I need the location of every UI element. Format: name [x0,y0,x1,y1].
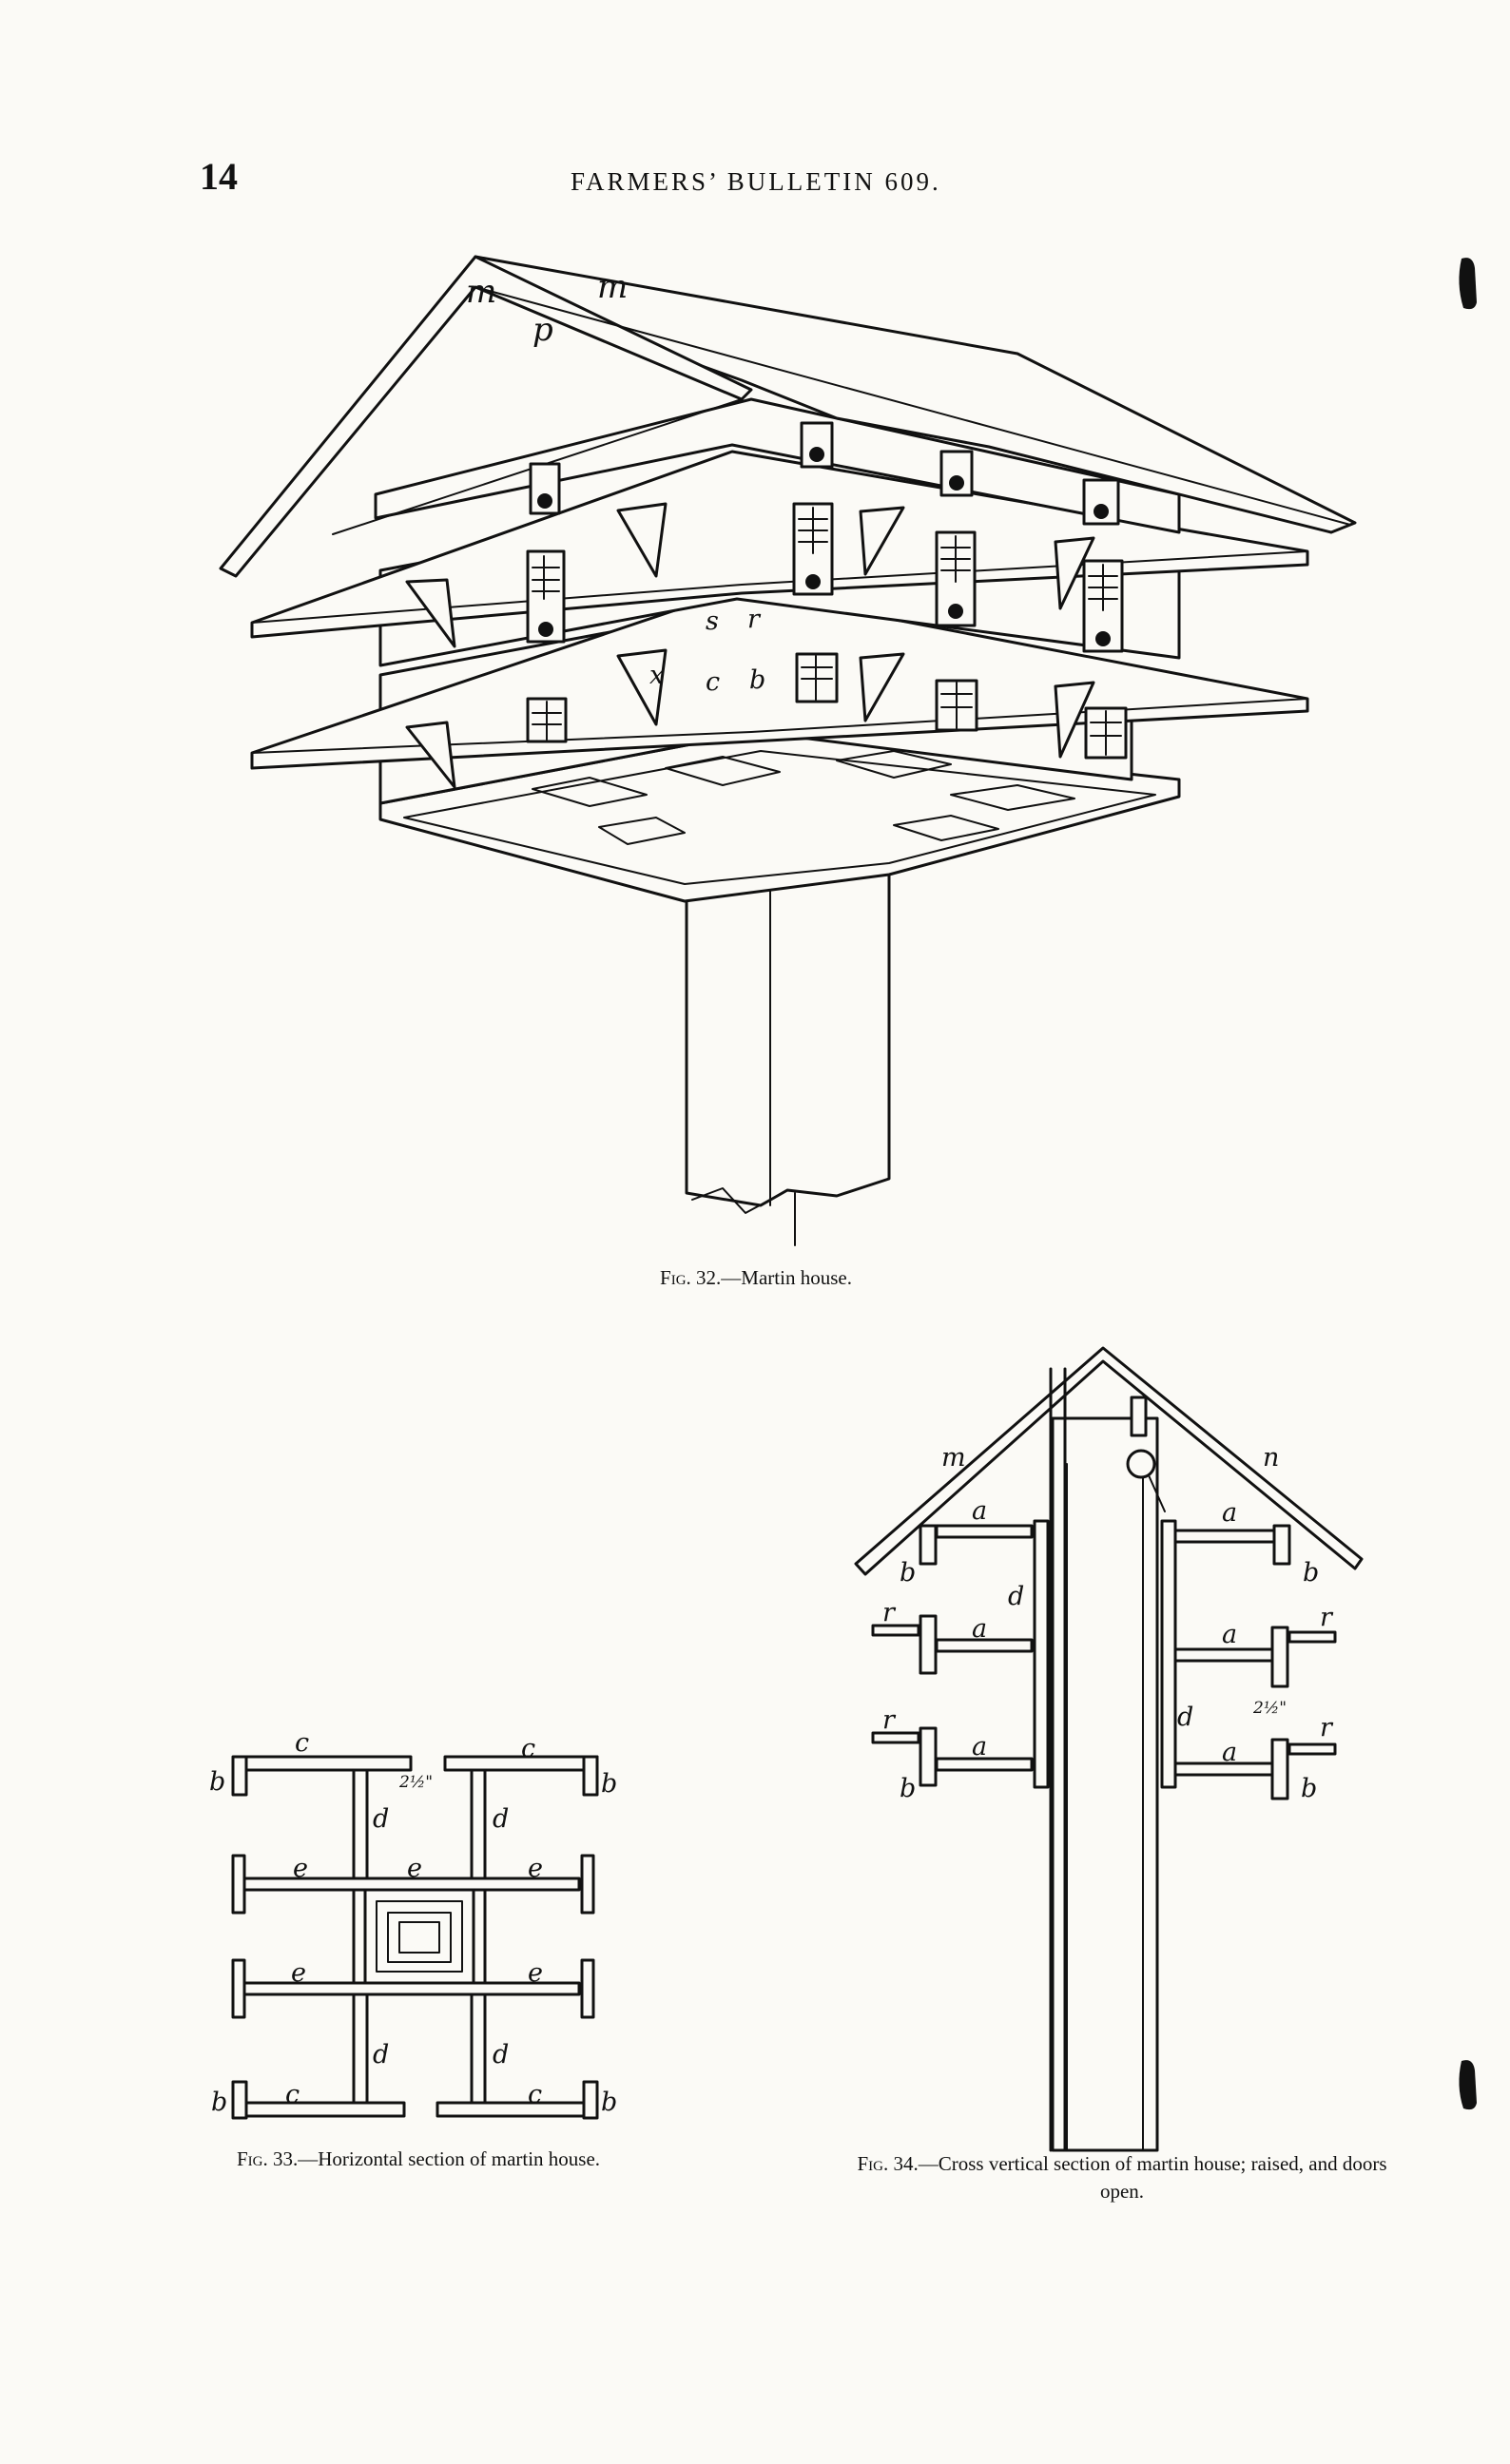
label-s: s [706,606,719,636]
label-e: e [291,1958,306,1988]
label-d: d [373,2040,389,2069]
figure-33-letters: c c b b d d e e e e e d d b c c b [209,1728,617,2117]
figure-32-letters: m m p s r x c b [466,268,765,697]
figure-34-caption: Fig. 34.—Cross vertical section of marti… [856,2150,1388,2205]
label-r: r [882,1705,897,1735]
label-c: c [521,1734,535,1763]
vertical-section-drawing: m n a a b b d a a r r r r a a d b b 2½" [854,1346,1364,2152]
binding-mark-top [1459,258,1477,310]
figure-34-letters: m n a a b b d a a r r r r a a d b b [882,1443,1334,1803]
label-a: a [972,1496,987,1526]
label-a: a [972,1732,987,1761]
label-b: b [209,1767,225,1797]
caption-text: —Horizontal section of martin house. [298,2147,601,2170]
label-c: c [285,2080,300,2109]
label-a: a [1222,1498,1237,1528]
label-r: r [1320,1713,1334,1742]
figure-number: Fig. 32. [660,1266,722,1289]
label-e: e [528,1854,543,1883]
label-r: r [1320,1603,1334,1632]
caption-text: —Cross vertical section of martin house;… [918,2152,1387,2203]
figure-number: Fig. 34. [857,2152,919,2175]
label-e: e [528,1958,543,1988]
label-m: m [597,268,628,306]
label-d: d [493,2040,509,2069]
dimension-label: 2½" [1252,1699,1287,1718]
windows [526,421,1128,760]
label-c: c [528,2080,542,2109]
label-b: b [900,1558,916,1588]
middle-platform [250,450,1309,639]
label-b: b [601,1769,617,1799]
label-m: m [466,273,496,311]
label-d: d [373,1804,389,1834]
horizontal-section-drawing: c c b b d d e e e e e d d b c c b 2½" [209,1728,617,2120]
label-d: d [493,1804,509,1834]
figure-32-caption: Fig. 32.—Martin house. [532,1264,979,1292]
label-r: r [882,1598,897,1627]
figure-number: Fig. 33. [236,2147,299,2170]
running-head: FARMERS’ BULLETIN 609. [571,167,941,196]
right-shelves [1160,1519,1337,1800]
binding-mark-bottom [1459,2060,1477,2110]
label-e: e [293,1854,308,1883]
label-e: e [407,1854,422,1883]
label-b: b [601,2088,617,2117]
label-a: a [1222,1620,1237,1649]
label-d: d [1177,1703,1193,1732]
caption-text: —Martin house. [721,1266,852,1289]
dimension-label: 2½" [398,1773,433,1792]
roof [219,255,1357,578]
label-p: p [532,311,553,349]
label-b: b [211,2088,227,2117]
label-c: c [295,1728,309,1758]
page-number: 14 [200,155,238,198]
martin-house-drawing: m m p s r x c b [219,255,1357,1246]
left-shelves [871,1519,1050,1789]
label-r: r [747,605,762,634]
label-c: c [706,667,720,697]
label-a: a [1222,1738,1237,1767]
figure-33-caption: Fig. 33.—Horizontal section of martin ho… [181,2146,656,2173]
label-n: n [1263,1443,1279,1473]
label-b: b [1301,1774,1317,1803]
brackets [405,502,1095,789]
label-b: b [900,1774,916,1803]
label-d: d [1008,1582,1024,1611]
label-m: m [941,1443,966,1473]
label-b: b [1303,1558,1319,1588]
label-b: b [749,665,765,695]
label-x: x [649,661,664,690]
label-a: a [972,1614,987,1644]
